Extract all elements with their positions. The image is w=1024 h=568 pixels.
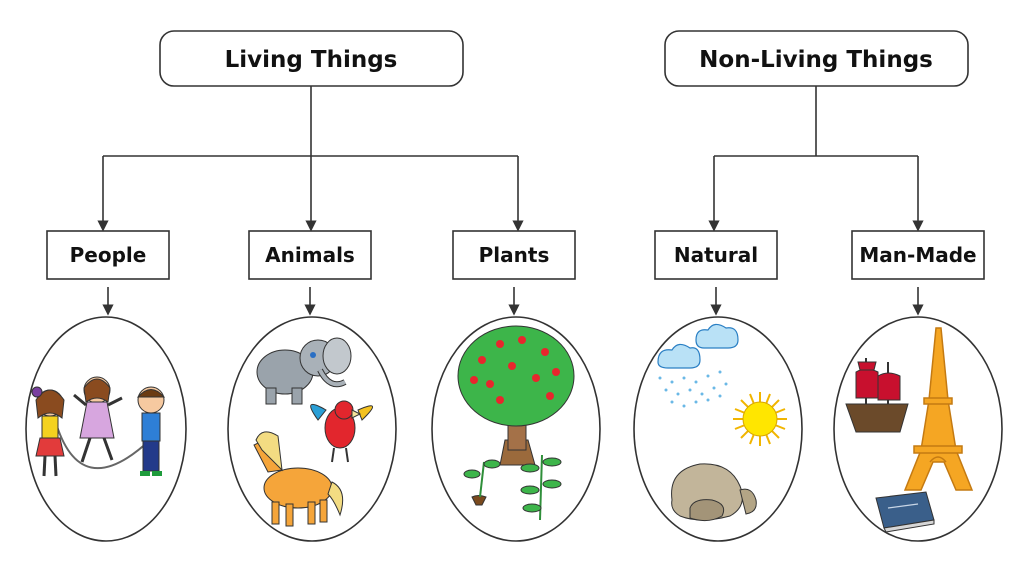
jump-rope-icon xyxy=(54,419,151,470)
eiffel-tower-icon xyxy=(903,327,974,491)
sapling-icon xyxy=(463,459,501,506)
seedling-icon xyxy=(520,454,562,521)
node-natural: Natural xyxy=(654,230,778,280)
boy-icon xyxy=(136,386,166,476)
plants-illustration xyxy=(457,325,575,521)
node-animals-label: Animals xyxy=(265,243,355,267)
apple-tree-icon xyxy=(457,325,575,466)
people-illustration xyxy=(31,376,166,477)
rock-icon xyxy=(671,463,757,522)
node-natural-label: Natural xyxy=(674,243,758,267)
node-living-things-label: Living Things xyxy=(225,47,398,73)
node-plants-label: Plants xyxy=(479,243,550,267)
node-non-living-things-label: Non-Living Things xyxy=(699,47,933,73)
node-man-made-label: Man-Made xyxy=(859,243,976,267)
node-plants: Plants xyxy=(452,230,576,280)
nonliving-connectors xyxy=(708,86,924,316)
jump-rope-girl-icon xyxy=(73,376,123,463)
node-man-made: Man-Made xyxy=(851,230,985,280)
girl-icon xyxy=(31,386,65,477)
node-people-label: People xyxy=(70,243,147,267)
node-people: People xyxy=(46,230,170,280)
book-icon xyxy=(875,491,935,533)
natural-illustration xyxy=(657,323,787,522)
parrot-icon xyxy=(310,400,373,463)
rain-cloud-icon xyxy=(657,323,739,408)
node-living-things: Living Things xyxy=(159,30,464,87)
node-animals: Animals xyxy=(248,230,372,280)
sun-icon xyxy=(733,392,787,446)
node-non-living-things: Non-Living Things xyxy=(664,30,969,87)
animals-illustration xyxy=(253,337,373,527)
horse-icon xyxy=(253,431,344,527)
ship-icon xyxy=(845,358,909,433)
living-connectors xyxy=(97,86,524,316)
elephant-icon xyxy=(256,337,352,405)
man-made-illustration xyxy=(845,327,974,533)
